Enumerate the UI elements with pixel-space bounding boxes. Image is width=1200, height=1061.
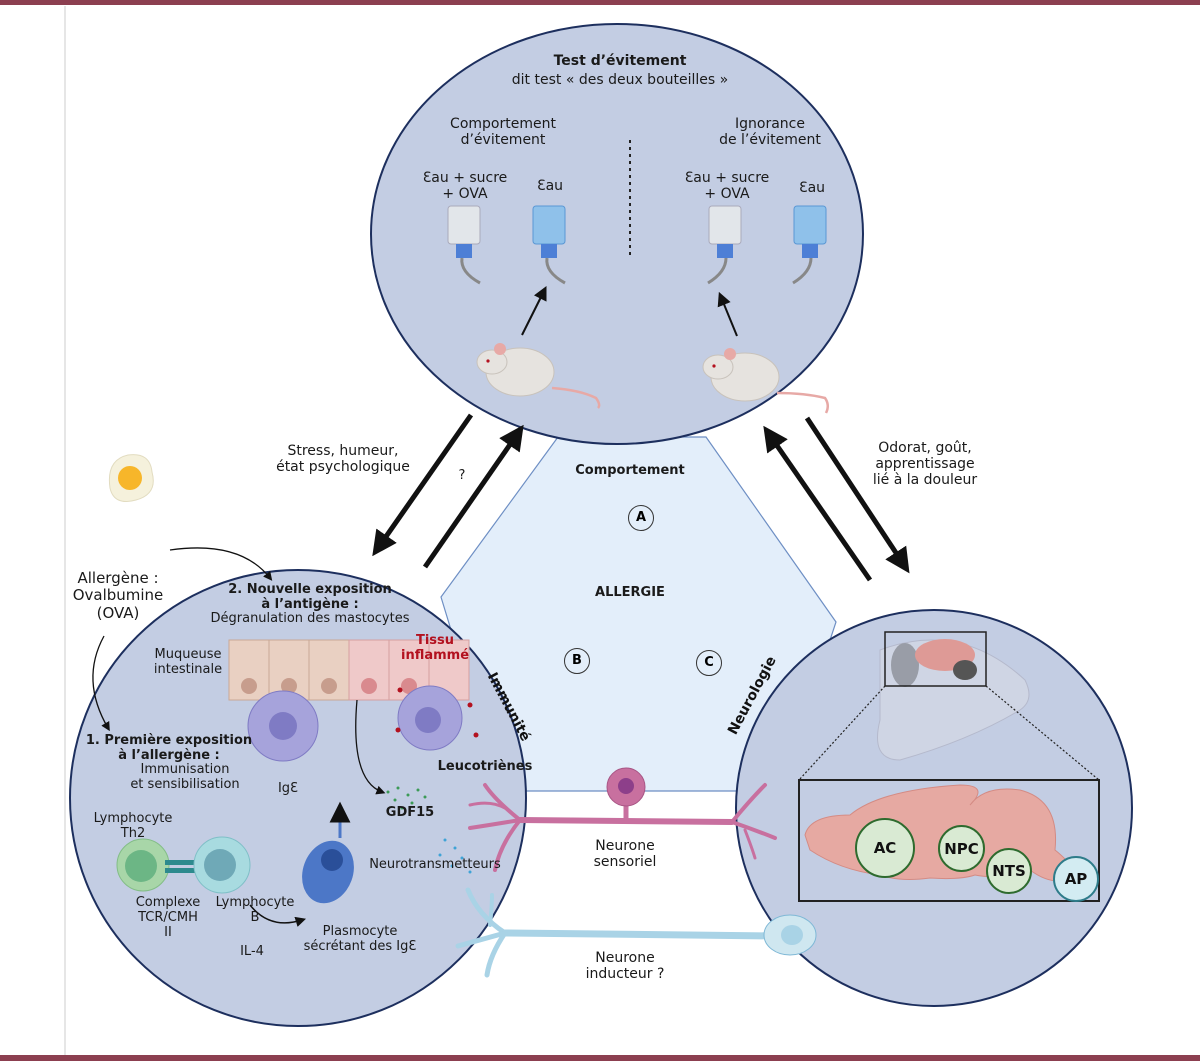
arrow-behavior-to-immunity <box>372 413 474 557</box>
brain-zoom-box-large <box>798 779 1100 902</box>
arrow-neurology-to-behavior <box>763 425 873 582</box>
bottle-ova-left <box>447 205 481 285</box>
tcr-mhc-complex-icon <box>165 860 197 873</box>
leukotrienes-label: Leucotriènes <box>437 759 533 774</box>
sensory-neuron-label: Neurone sensoriel <box>593 838 657 871</box>
behavior-label: Comportement <box>575 463 685 478</box>
brain-region-nts: NTS <box>986 848 1032 894</box>
egg-icon <box>108 454 154 502</box>
gdf15-particles <box>386 786 427 810</box>
avoidance-test-subtitle: dit test « des deux bouteilles » <box>511 72 729 88</box>
stress-mood-label: Stress, humeur, état psychologique <box>276 443 410 476</box>
avoidance-behavior-heading: Comportement d’évitement <box>450 116 556 149</box>
inflamed-tissue-label: Tissu inflammé <box>400 633 470 663</box>
bottle-ova-label-left: Ɛau + sucre + OVA <box>422 170 508 203</box>
avoidance-test-title: Test d’évitement <box>553 53 687 69</box>
bottle-water-label-left: Ɛau <box>536 178 564 194</box>
degranulating-mast-cell-icon <box>395 685 479 751</box>
first-exposure-text: Immunisation et sensibilisation <box>130 762 240 792</box>
plasmocyte-label: Plasmocyte sécrétant des IgƐ <box>303 924 417 954</box>
bottle-ova-right <box>707 205 742 285</box>
sensory-neuron-icon <box>468 783 777 872</box>
rat-brain-icon <box>915 639 977 680</box>
brain-zoom-box-small <box>884 631 987 687</box>
ige-label: IgƐ <box>277 781 299 796</box>
tcr-mhc-label: Complexe TCR/CMH II <box>135 895 201 940</box>
first-exposure-title: 1. Première exposition à l’allergène : <box>85 733 253 763</box>
avoidance-ignorance-heading: Ignorance de l’évitement <box>719 116 821 149</box>
mouse-arrow-left <box>521 285 547 336</box>
inducer-neuron-nucleus <box>781 925 803 945</box>
allergy-title: ALLERGIE <box>595 585 665 600</box>
b-cell-label: Lymphocyte B <box>215 895 295 925</box>
arrow-behavior-to-neurology <box>804 416 910 574</box>
brain-region-ac: AC <box>855 818 915 878</box>
mouse-left-icon <box>476 343 601 409</box>
sensory-neuron-nucleus <box>618 778 634 794</box>
inducer-neuron-label: Neurone inducteur ? <box>585 950 665 983</box>
bottle-water-label-right: Ɛau <box>798 180 826 196</box>
b-lymphocyte-icon <box>193 836 251 894</box>
smell-taste-label: Odorat, goût, apprentissage lié à la dou… <box>872 440 978 489</box>
il4-arrow <box>249 904 307 927</box>
th2-lymphocyte-icon <box>116 838 170 892</box>
gdf15-label: GDF15 <box>385 805 435 820</box>
plasmocyte-icon <box>302 840 354 904</box>
second-exposure-text: Dégranulation des mastocytes <box>210 611 410 626</box>
mucosa-label: Muqueuse intestinale <box>153 647 223 677</box>
arrow-immunity-to-behavior <box>422 424 524 569</box>
bottle-water-right <box>792 205 827 285</box>
badge-c: C <box>696 650 722 676</box>
inducer-neuron-icon <box>455 887 784 978</box>
il4-label: IL-4 <box>240 944 264 959</box>
rat-head-icon <box>877 639 1030 761</box>
unknown-link-label: ? <box>458 468 466 483</box>
mast-cell-icon <box>247 690 319 762</box>
allergen-arrow-second <box>169 547 273 581</box>
bottle-water-left <box>532 205 566 285</box>
zoom-line-right <box>985 685 1100 781</box>
top-frame-bar <box>0 0 1200 5</box>
allergen-arrow-first <box>92 635 110 732</box>
badge-b: B <box>564 648 590 674</box>
mouse-right-icon <box>702 348 829 414</box>
bottle-ova-label-right: Ɛau + sucre + OVA <box>684 170 770 203</box>
zoom-line-left <box>798 685 886 781</box>
allergen-label: Allergène : Ovalbumine (OVA) <box>72 569 164 622</box>
bottom-frame-bar <box>0 1055 1200 1061</box>
neurotransmitters-label: Neurotransmetteurs <box>369 857 501 872</box>
brain-region-npc: NPC <box>938 825 985 872</box>
th2-label: Lymphocyte Th2 <box>93 811 173 841</box>
behavior-panel <box>370 23 864 445</box>
badge-a: A <box>628 505 654 531</box>
neurotransmitter-particles <box>438 838 472 874</box>
margin-line <box>64 6 66 1055</box>
second-exposure-title: 2. Nouvelle exposition à l’antigène : <box>228 582 392 612</box>
brain-region-ap: AP <box>1053 856 1099 902</box>
mouse-arrow-right <box>717 291 738 337</box>
gdf15-arrow <box>355 699 386 795</box>
